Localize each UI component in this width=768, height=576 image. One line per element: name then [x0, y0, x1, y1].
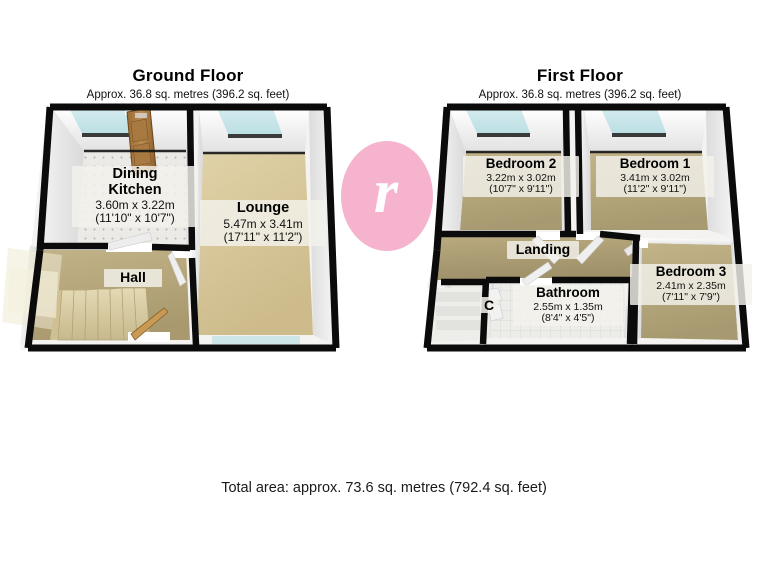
lounge-front-window: [212, 336, 300, 344]
room-dims-metric-bedroom-2: 3.22m x 3.02m: [486, 171, 556, 184]
room-label-hall: Hall: [104, 269, 162, 288]
room-dims-metric-bedroom-3: 2.41m x 2.35m: [656, 279, 726, 292]
bedroom3-wall-top: [640, 238, 733, 245]
first-floor-title: First Floor: [536, 66, 624, 85]
room-dims-imperial-lounge: (17'11" x 11'2"): [223, 229, 303, 244]
bedroom2-window-sill: [477, 133, 530, 137]
kitchen-window: [68, 106, 135, 133]
room-dims-imperial-bedroom-3: (7'11" x 7'9"): [662, 290, 720, 303]
kitchen-window-sill: [82, 133, 135, 137]
bedroom2-window: [464, 106, 530, 133]
room-label-dining-kitchen: Dining Kitchen 3.60m x 3.22m (11'10" x 1…: [72, 166, 198, 228]
room-dims-imperial-bedroom-2: (10'7" x 9'11"): [489, 182, 553, 195]
ground-floor-title: Ground Floor: [132, 66, 244, 85]
kitchen-hall-door-opening: [106, 231, 153, 252]
bedroom2-wall-left: [440, 108, 466, 230]
brand-logo: r: [341, 141, 433, 251]
room-name-kitchen: Kitchen: [108, 181, 162, 198]
room-label-bedroom-1: Bedroom 1 3.41m x 3.02m (11'2" x 9'11"): [596, 156, 714, 198]
room-dims-imperial-bedroom-1: (11'2" x 9'11"): [623, 182, 687, 195]
bedroom1-window: [600, 106, 666, 133]
room-label-landing: Landing: [507, 241, 579, 260]
room-dims-imperial-dining-kitchen: (11'10" x 10'7"): [95, 211, 175, 226]
first-wall-outline: [423, 103, 750, 352]
room-label-bedroom-3: Bedroom 3 2.41m x 2.35m (7'11" x 7'9"): [630, 264, 752, 306]
room-dims-metric-bedroom-1: 3.41m x 3.02m: [620, 171, 690, 184]
lounge-window-sill: [228, 134, 282, 138]
ground-floor-plan: [2, 103, 340, 352]
room-dims-imperial-bathroom: (8'4" x 4'5"): [541, 311, 595, 324]
ground-wall-shadow: [84, 149, 305, 155]
room-dims-metric-bathroom: 2.55m x 1.35m: [533, 300, 603, 313]
bedroom1-door: [575, 232, 605, 265]
front-door: [128, 307, 170, 342]
room-name-bedroom-3: Bedroom 3: [655, 264, 727, 279]
room-name-bathroom: Bathroom: [536, 285, 600, 300]
brand-logo-glyph: r: [373, 158, 399, 226]
room-label-lounge: Lounge 5.47m x 3.41m (17'11" x 11'2"): [200, 200, 326, 246]
ground-wall-outline: [24, 103, 340, 352]
room-name-lounge: Lounge: [236, 200, 290, 216]
room-dims-metric-lounge: 5.47m x 3.41m: [223, 216, 303, 231]
room-name-dining: Dining: [112, 166, 158, 182]
room-name-landing: Landing: [515, 241, 571, 257]
first-floor-subtitle: Approx. 36.8 sq. metres (396.2 sq. feet): [478, 89, 682, 101]
hall-lounge-door: [167, 250, 192, 287]
room-name-hall: Hall: [120, 269, 146, 285]
bedroom1-window-sill: [612, 133, 666, 137]
cupboard-marker: C: [480, 297, 499, 314]
ground-floor-subtitle: Approx. 36.8 sq. metres (396.2 sq. feet): [86, 89, 290, 101]
room-name-bedroom-1: Bedroom 1: [619, 156, 691, 171]
bathroom-door: [520, 261, 553, 287]
room-name-bedroom-2: Bedroom 2: [485, 156, 557, 171]
room-label-bedroom-2: Bedroom 2 3.22m x 3.02m (10'7" x 9'11"): [463, 156, 579, 198]
room-label-bathroom: Bathroom 2.55m x 1.35m (8'4" x 4'5"): [513, 285, 623, 327]
bedroom1-wall-left: [580, 108, 591, 230]
room-dims-metric-dining-kitchen: 3.60m x 3.22m: [95, 198, 175, 213]
lounge-window: [216, 106, 282, 134]
total-area-text: Total area: approx. 73.6 sq. metres (792…: [221, 480, 547, 496]
